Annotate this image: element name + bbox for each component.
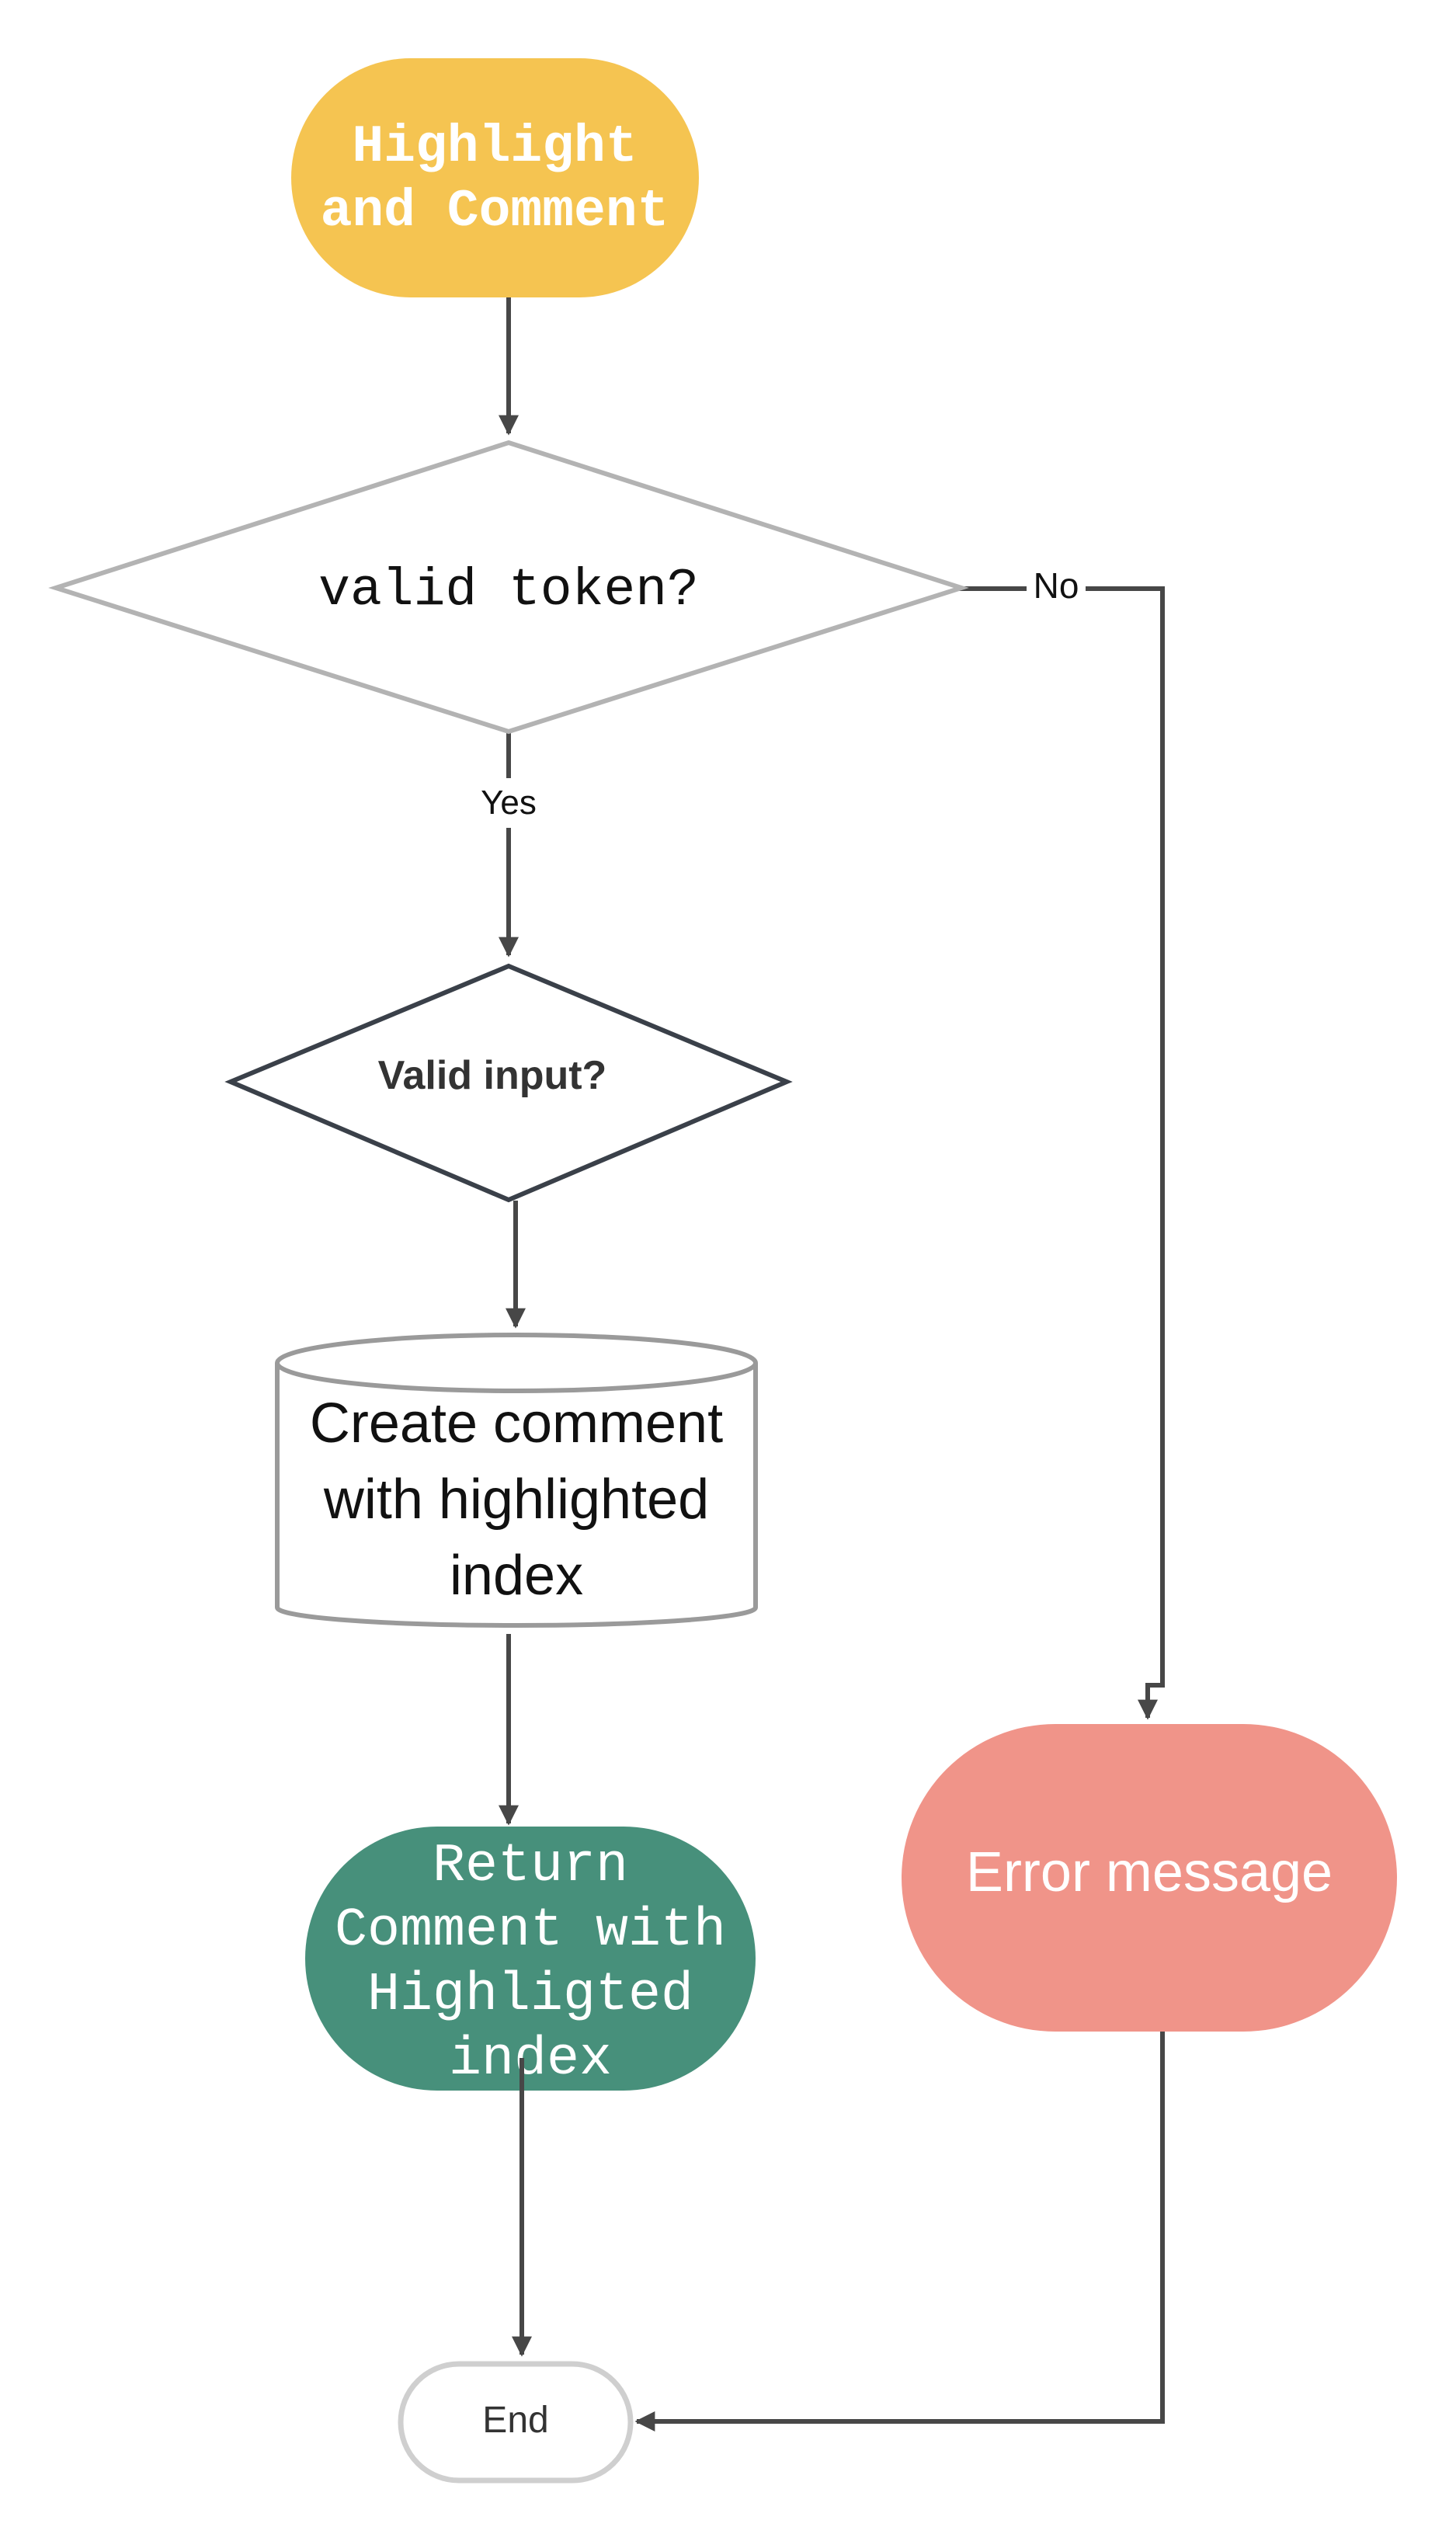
valid-token-diamond [48,440,969,735]
valid-token-decision: valid token? [48,440,969,735]
valid-input-diamond [224,963,793,1203]
return-comment-line-3: Highligted [367,1965,693,2026]
create-comment-line-2: with highlighted [323,1469,709,1531]
return-comment-line-4: index [449,2029,612,2091]
create-comment-line-3: index [450,1545,583,1607]
start-label-line-1: Highlight [352,117,637,177]
return-comment-line-1: Return [433,1836,628,1897]
edge-valid-token-no-to-error [946,586,1165,1720]
end-shape [398,2361,634,2484]
yes-label-bg [469,778,548,828]
return-comment-node: Return Comment with Highligted index [305,1827,756,2091]
error-message-label: Error message [966,1841,1333,1903]
connectors [499,297,1165,2432]
start-label-line-2: and Comment [321,182,669,242]
error-message-node: Error message [902,1724,1397,2032]
valid-input-label: Valid input? [378,1053,607,1098]
start-shape [291,58,699,297]
valid-token-label: valid token? [318,561,699,620]
valid-input-decision: Valid input? [224,963,793,1203]
create-comment-cylinder-body [275,1363,758,1628]
create-comment-line-1: Create comment [310,1392,723,1455]
create-comment-database: Create comment with highlighted index [275,1333,758,1628]
start-node: Highlight and Comment [291,58,699,297]
edge-error-to-end [634,2032,1165,2432]
end-node: End [398,2361,634,2484]
end-label: End [482,2400,548,2441]
create-comment-cylinder-top [275,1333,758,1393]
no-label-bg [1027,564,1086,610]
yes-label: Yes [481,784,537,822]
error-message-shape [902,1724,1397,2032]
return-comment-shape [305,1827,756,2091]
return-comment-line-2: Comment with [335,1900,726,1962]
no-label: No [1034,565,1079,606]
